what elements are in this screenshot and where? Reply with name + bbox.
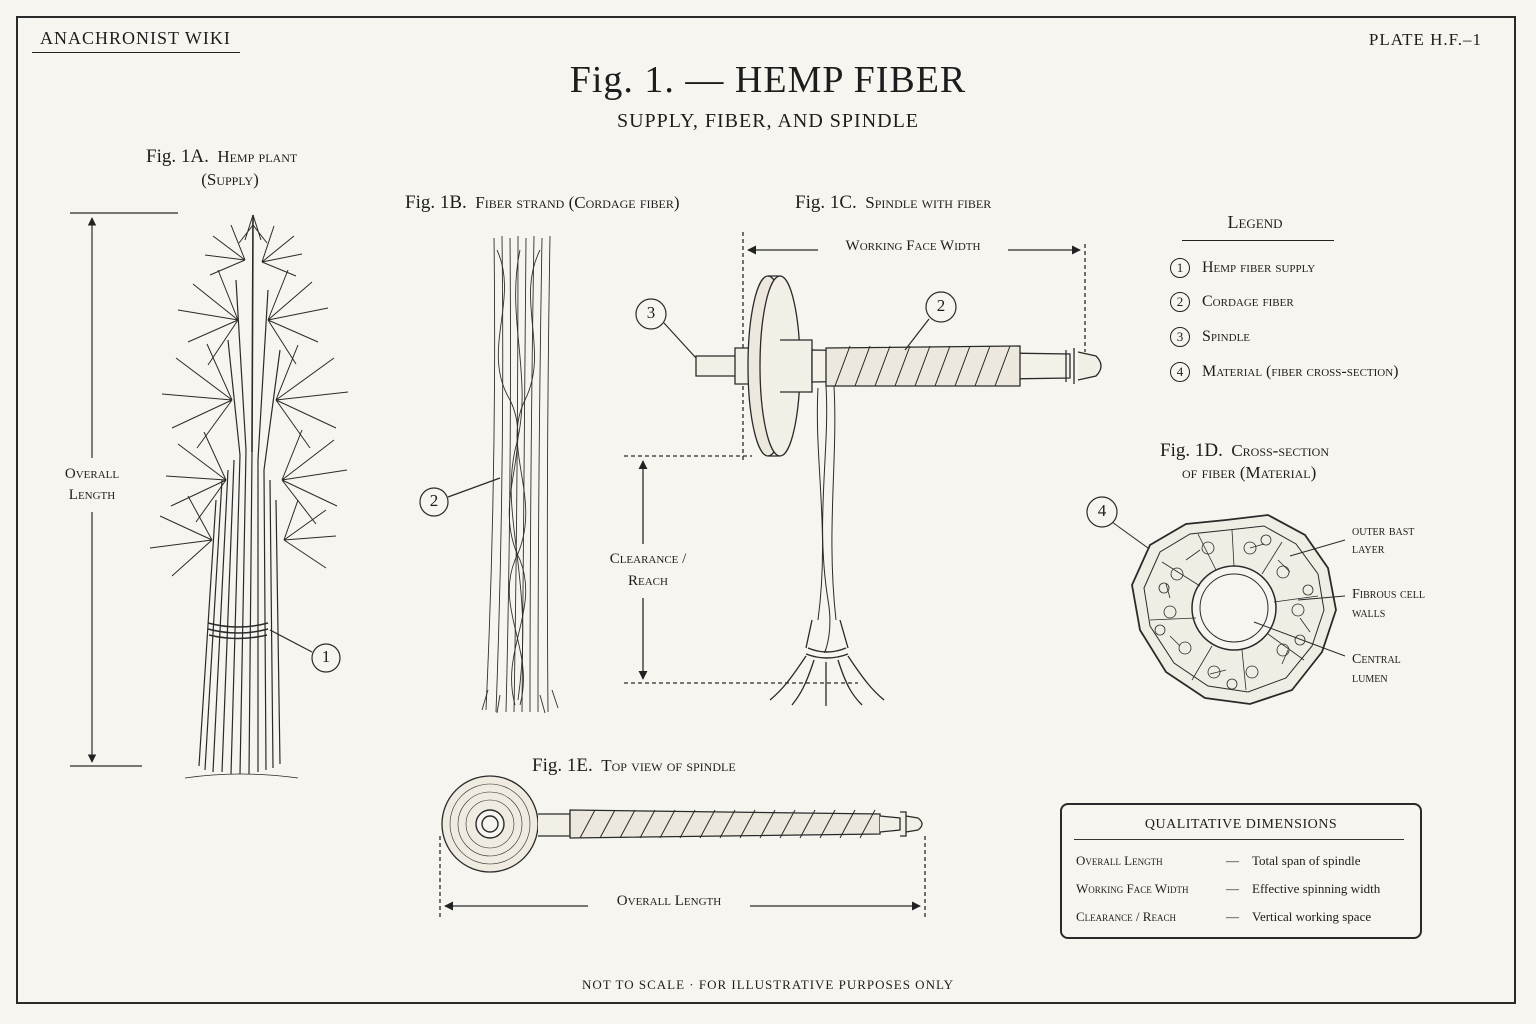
fig-1a-label: Hemp plant xyxy=(217,147,298,166)
qualitative-dimensions-box: QUALITATIVE DIMENSIONS Overall Length — … xyxy=(1060,803,1422,939)
fig-1c-caption: Fig. 1C. Spindle with fiber xyxy=(795,192,991,214)
cell-walls xyxy=(1149,529,1319,691)
page-title: Fig. 1. — HEMP FIBER xyxy=(569,59,967,101)
fig-1c-number: Fig. 1C. xyxy=(795,192,857,213)
working-face-width-label: Working Face Width xyxy=(845,238,981,254)
legend-item-4-label: Material (fiber cross-section) xyxy=(1202,363,1399,380)
cell-walls-label-2: walls xyxy=(1352,606,1386,621)
fig-1b-number: Fig. 1B. xyxy=(405,192,467,213)
overall-length-label-2: Length xyxy=(68,487,116,503)
fiber-strand-illustration xyxy=(481,235,559,714)
dim-row-name: Overall Length xyxy=(1076,853,1163,868)
dim-row-desc: Effective spinning width xyxy=(1252,881,1381,896)
callout-2-leader-strand xyxy=(419,477,501,517)
spindle-side-illustration xyxy=(624,232,1102,706)
callout-3-circle xyxy=(635,298,667,330)
callout-3-number: 3 xyxy=(646,303,656,322)
footer-note: NOT TO SCALE · FOR ILLUSTRATIVE PURPOSES… xyxy=(582,977,954,992)
qualitative-dimensions-rule xyxy=(1074,839,1404,840)
lumen-label-2: lumen xyxy=(1352,671,1388,686)
fig-1b-caption: Fig. 1B. Fiber strand (Cordage fiber) xyxy=(405,192,680,214)
clearance-label-2: Reach xyxy=(628,573,668,589)
dim-row-dash: — xyxy=(1226,909,1239,924)
legend-item-3-number: 3 xyxy=(1170,327,1190,347)
legend-item-1-label: Hemp fiber supply xyxy=(1202,259,1316,276)
callout-1-leader xyxy=(269,629,341,673)
plate-id: PLATE H.F.–1 xyxy=(1368,30,1482,49)
fig-1b-label: Fiber strand (Cordage fiber) xyxy=(475,193,680,212)
dim-row-dash: — xyxy=(1226,853,1239,868)
legend-item-1-number: 1 xyxy=(1170,258,1190,278)
plate-border xyxy=(16,16,1516,1004)
hemp-leaves xyxy=(149,214,349,577)
wiki-label: ANACHRONIST WIKI xyxy=(40,28,231,48)
dim-row-desc: Vertical working space xyxy=(1252,909,1372,924)
callout-4-number: 4 xyxy=(1097,501,1107,520)
cross-section-illustration xyxy=(1086,496,1346,705)
callout-4-circle xyxy=(1086,496,1118,528)
dim-row-dash: — xyxy=(1226,881,1239,896)
callout-2-number-spindle: 2 xyxy=(936,296,946,315)
qualitative-dimensions-title: QUALITATIVE DIMENSIONS xyxy=(1144,817,1338,832)
legend-title: Legend xyxy=(1227,212,1283,232)
fig-1e-label: Top view of spindle xyxy=(601,756,736,775)
callout-2-circle-strand xyxy=(419,487,449,517)
outer-bast-label-1: outer bast xyxy=(1352,524,1415,539)
legend-item-3-label: Spindle xyxy=(1202,328,1251,345)
legend-item-4: 4 Material (fiber cross-section) xyxy=(1170,362,1399,382)
fig-1d-caption: Fig. 1D. Cross-section xyxy=(1160,440,1329,462)
fig-1d-number: Fig. 1D. xyxy=(1160,440,1223,461)
overall-length-label-1: Overall xyxy=(64,466,120,482)
outer-bast-label-2: layer xyxy=(1352,542,1385,557)
legend-item-2-label: Cordage fiber xyxy=(1202,293,1294,310)
callout-3-leader xyxy=(635,298,697,359)
callout-1-circle xyxy=(311,643,341,673)
fig-1a-number: Fig. 1A. xyxy=(146,146,209,167)
fig-1e-number: Fig. 1E. xyxy=(532,755,593,776)
dim-row-desc: Total span of spindle xyxy=(1252,853,1361,868)
hemp-plant-illustration xyxy=(70,212,349,779)
fig-1d-label: Cross-section xyxy=(1231,441,1330,460)
fig-1a-caption: Fig. 1A. Hemp plant xyxy=(146,146,297,168)
dim-row-name: Clearance / Reach xyxy=(1076,909,1176,924)
page-subtitle: SUPPLY, FIBER, AND SPINDLE xyxy=(616,110,920,132)
legend-underline xyxy=(1182,240,1334,241)
cross-section-leaders xyxy=(1111,521,1346,657)
fig-1e-caption: Fig. 1E. Top view of spindle xyxy=(532,755,736,777)
legend-item-2-number: 2 xyxy=(1170,292,1190,312)
callout-2-number-strand: 2 xyxy=(429,491,439,510)
legend-item-3: 3 Spindle xyxy=(1170,327,1250,347)
overall-length-top-label: Overall Length xyxy=(616,893,722,909)
legend-item-1: 1 Hemp fiber supply xyxy=(1170,258,1315,278)
dim-row-name: Working Face Width xyxy=(1076,881,1189,896)
callout-2-leader-spindle xyxy=(904,291,957,351)
lumen-label-1: Central xyxy=(1352,652,1401,667)
spindle-top-illustration xyxy=(439,775,926,920)
callout-1-number: 1 xyxy=(321,647,331,666)
callout-2-circle-spindle xyxy=(925,291,957,323)
wiki-underline xyxy=(32,52,240,53)
legend-item-2: 2 Cordage fiber xyxy=(1170,292,1294,312)
clearance-label-1: Clearance / xyxy=(609,551,687,567)
fig-1c-label: Spindle with fiber xyxy=(865,193,992,212)
legend-item-4-number: 4 xyxy=(1170,362,1190,382)
cell-walls-label-1: Fibrous cell xyxy=(1352,587,1425,602)
fig-1a-sub: (Supply) xyxy=(201,170,259,189)
fig-1d-sub: of fiber (Material) xyxy=(1182,463,1317,482)
